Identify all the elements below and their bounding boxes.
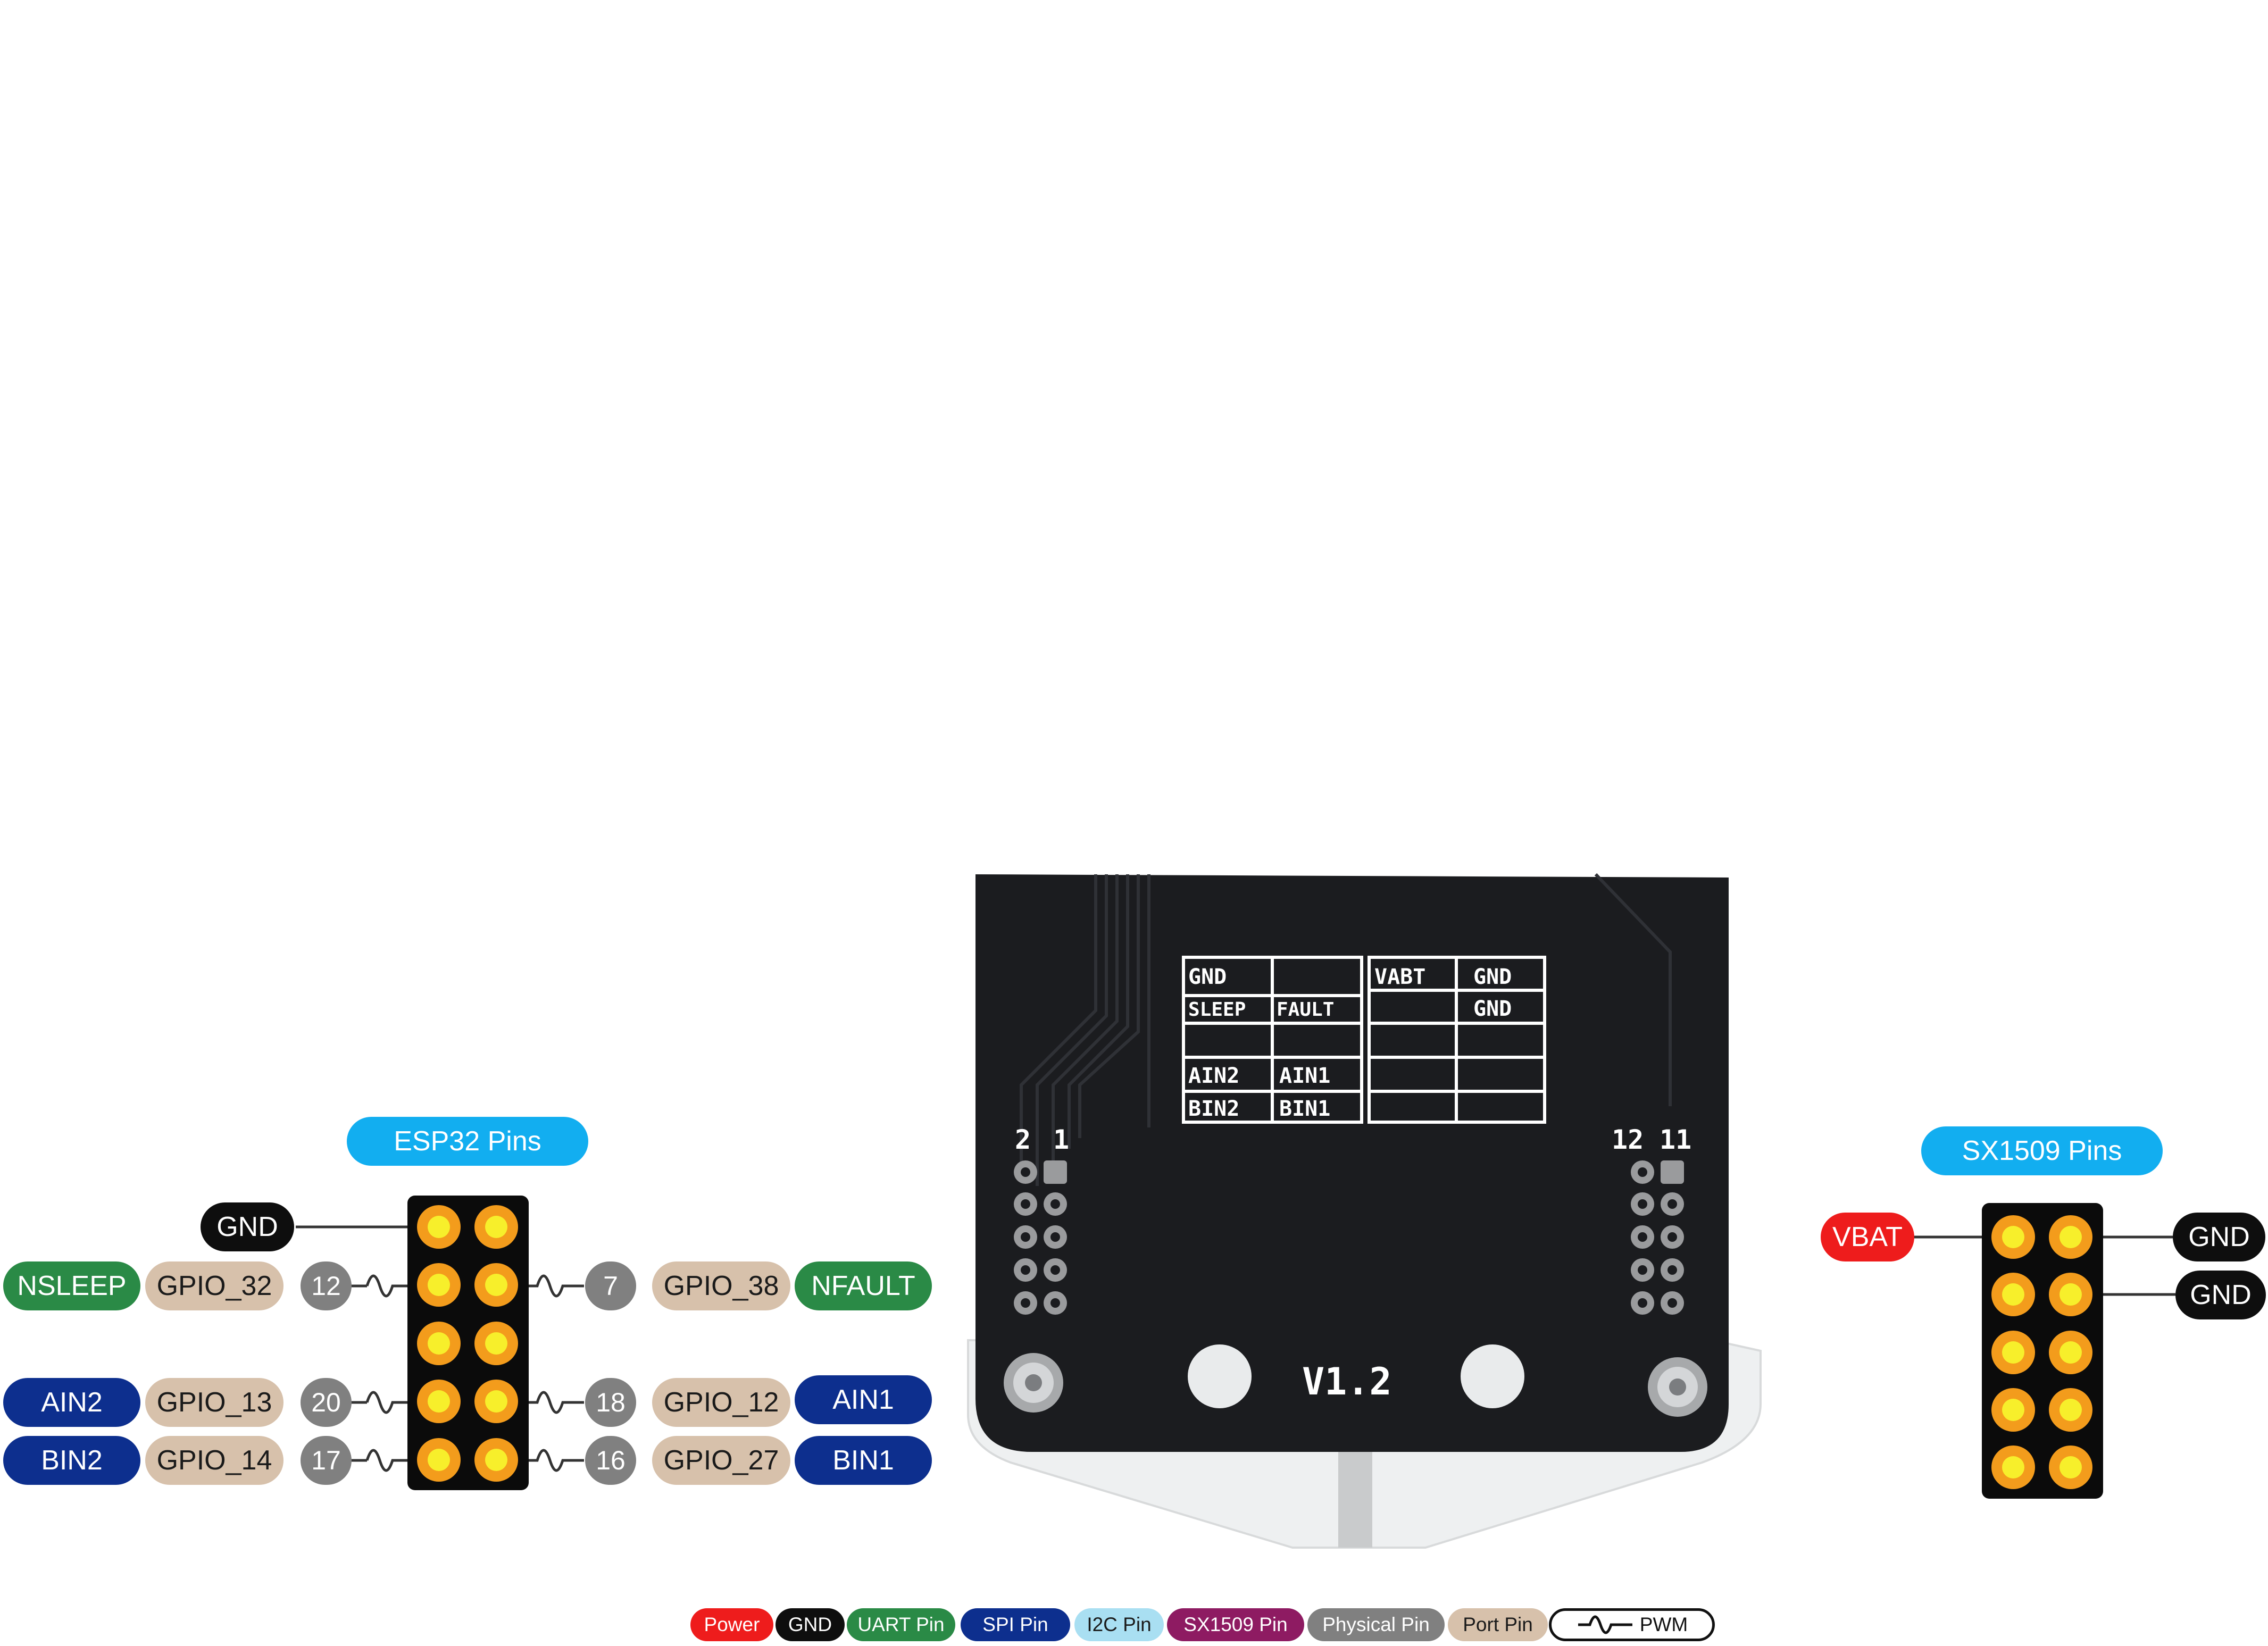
pcb	[975, 874, 1729, 1452]
pwm-squiggle	[527, 1391, 584, 1414]
legend-uart: UART Pin	[847, 1608, 955, 1641]
legend-gnd: GND	[776, 1608, 845, 1641]
sx1509-gnd-label-1: GND	[2173, 1213, 2265, 1261]
sx1509-gnd-label-2: GND	[2175, 1271, 2266, 1319]
esp32-gnd-label: GND	[201, 1202, 294, 1251]
motor-driver-board: GND SLEEP FAULT AIN2 AIN1 BIN2 BIN1 VABT…	[967, 873, 1762, 1549]
board-pin-number: 1	[1053, 1124, 1069, 1155]
esp32-pins-header: ESP32 Pins	[347, 1117, 588, 1166]
legend-i2c: I2C Pin	[1074, 1608, 1164, 1641]
pwm-icon	[1578, 1615, 1632, 1634]
silkscreen-table-left	[1182, 956, 1363, 1124]
physical-pin-7: 7	[585, 1261, 636, 1310]
silk-cell: GND	[1473, 965, 1512, 989]
gpio-12-label: GPIO_12	[652, 1378, 790, 1427]
sx1509-pin	[1991, 1273, 2035, 1316]
esp32-pin	[474, 1205, 518, 1249]
sx1509-pins-header: SX1509 Pins	[1921, 1126, 2163, 1175]
silk-cell: BIN2	[1188, 1097, 1239, 1121]
esp32-pin	[474, 1438, 518, 1482]
gpio-14-label: GPIO_14	[145, 1436, 284, 1485]
legend-sx1509: SX1509 Pin	[1167, 1608, 1304, 1641]
sx1509-pin	[2049, 1273, 2092, 1316]
nsleep-label: NSLEEP	[3, 1261, 140, 1310]
sx1509-pin	[2049, 1215, 2092, 1259]
gpio-32-label: GPIO_32	[145, 1261, 284, 1310]
vbat-label: VBAT	[1821, 1213, 1914, 1261]
legend-pwm: PWM	[1549, 1608, 1715, 1641]
esp32-pin	[417, 1438, 461, 1482]
esp32-pin	[474, 1380, 518, 1423]
legend-spi: SPI Pin	[961, 1608, 1070, 1641]
esp32-pin	[417, 1205, 461, 1249]
silk-cell: SLEEP	[1188, 999, 1246, 1021]
gpio-13-label: GPIO_13	[145, 1378, 284, 1427]
silk-cell: VABT	[1374, 965, 1425, 989]
silk-cell: FAULT	[1277, 999, 1334, 1021]
ain2-label: AIN2	[3, 1378, 140, 1427]
esp32-pin	[417, 1263, 461, 1307]
silk-cell: GND	[1473, 997, 1512, 1021]
physical-pin-20: 20	[301, 1378, 352, 1427]
legend-port: Port Pin	[1448, 1608, 1548, 1641]
physical-pin-17: 17	[301, 1436, 352, 1485]
ain1-label: AIN1	[795, 1375, 932, 1424]
gpio-27-label: GPIO_27	[652, 1436, 790, 1485]
silk-cell: GND	[1188, 965, 1227, 989]
board-pin-number: 11	[1660, 1124, 1691, 1155]
esp32-pin	[474, 1322, 518, 1365]
silk-cell: AIN1	[1279, 1064, 1330, 1088]
board-version: V1.2	[1302, 1360, 1392, 1403]
esp32-pin	[417, 1380, 461, 1423]
sx1509-pin	[1991, 1446, 2035, 1489]
pwm-squiggle	[365, 1391, 414, 1414]
physical-pin-16: 16	[585, 1436, 636, 1485]
board-pin-number: 2	[1015, 1124, 1031, 1155]
legend-pwm-label: PWM	[1639, 1614, 1688, 1635]
silkscreen-table-right	[1368, 956, 1546, 1124]
esp32-pin	[474, 1263, 518, 1307]
board-pin-number: 12	[1612, 1124, 1644, 1155]
pwm-squiggle	[527, 1449, 584, 1472]
nfault-label: NFAULT	[795, 1261, 932, 1310]
pwm-squiggle	[527, 1274, 584, 1298]
sx1509-pin	[1991, 1388, 2035, 1432]
silk-cell: BIN1	[1279, 1097, 1330, 1121]
sx1509-pin	[2049, 1331, 2092, 1374]
sx1509-pin	[1991, 1331, 2035, 1374]
silk-cell: AIN2	[1188, 1064, 1239, 1088]
pwm-squiggle	[365, 1449, 414, 1472]
physical-pin-18: 18	[585, 1378, 636, 1427]
mounting-holes	[1004, 1344, 1707, 1417]
physical-pin-12: 12	[301, 1261, 352, 1310]
esp32-pin	[417, 1322, 461, 1365]
bin1-label: BIN1	[795, 1436, 932, 1485]
sx1509-pin	[2049, 1446, 2092, 1489]
bin2-label: BIN2	[3, 1436, 140, 1485]
sx1509-pin	[2049, 1388, 2092, 1432]
legend-physical: Physical Pin	[1307, 1608, 1445, 1641]
sx1509-pin	[1991, 1215, 2035, 1259]
pwm-squiggle	[365, 1274, 414, 1298]
legend-power: Power	[690, 1608, 773, 1641]
gpio-38-label: GPIO_38	[652, 1261, 790, 1310]
